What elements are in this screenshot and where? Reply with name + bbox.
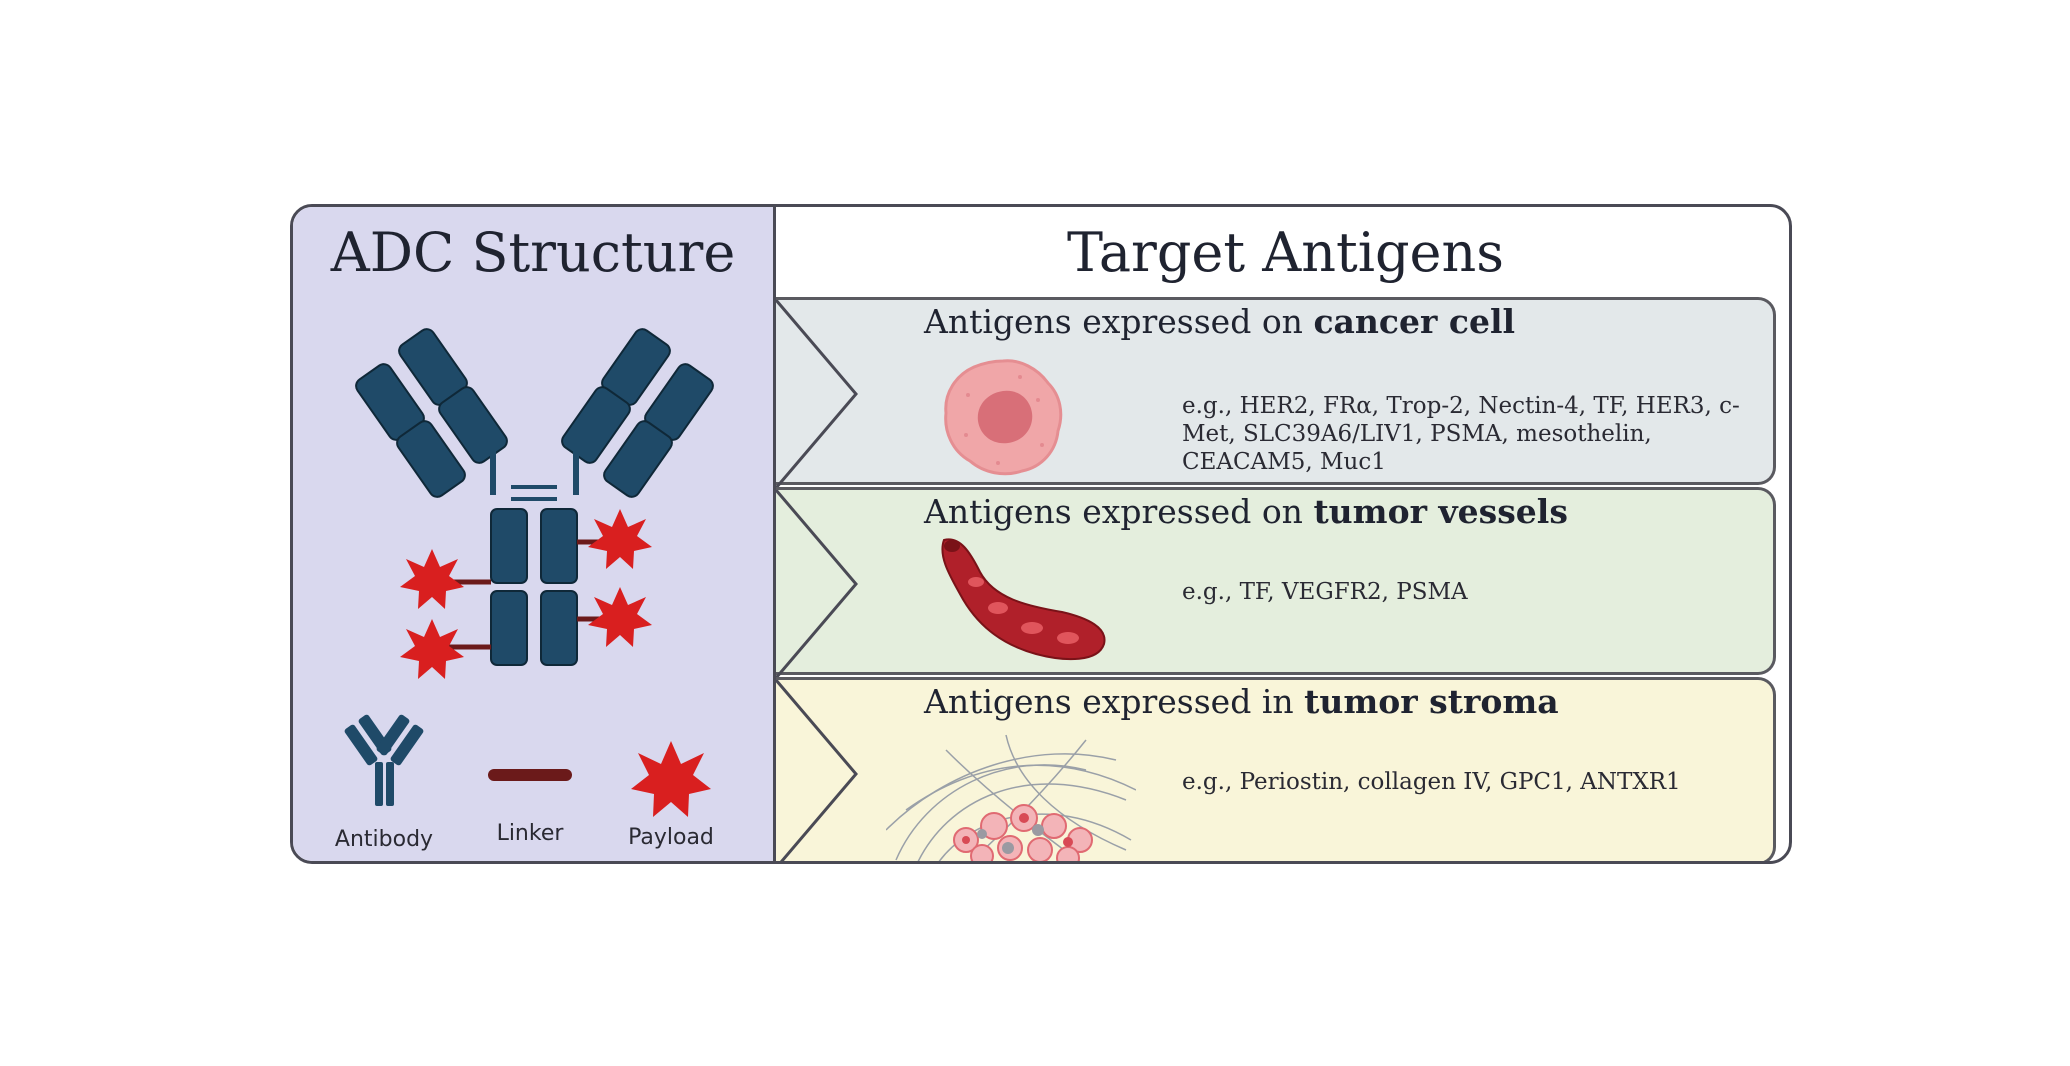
band-heading: Antigens expressed in tumor stroma [924, 682, 1559, 721]
chevron-icon [776, 300, 858, 488]
antibody-icon [355, 328, 714, 666]
target-antigens-title: Target Antigens [1067, 221, 1504, 284]
tumor-vessels-band: Antigens expressed on tumor vessels e.g.… [776, 487, 1776, 678]
legend-antibody-label: Antibody [334, 827, 434, 852]
blood-vessel-icon [941, 538, 1106, 661]
cancer-cell-icon [944, 359, 1063, 476]
legend-linker-icon [488, 769, 572, 781]
chevron-icon [776, 680, 858, 861]
cancer-cell-band: Antigens expressed on cancer cell e.g., … [776, 297, 1776, 488]
legend-payload-label: Payload [628, 825, 714, 850]
tumor-vessels-examples: e.g., TF, VEGFR2, PSMA [1182, 579, 1468, 605]
cancer-cell-examples: e.g., HER2, FRα, Trop-2, Nectin-4, TF, H… [1182, 393, 1740, 475]
chevron-icon [776, 490, 858, 678]
diagram-frame: ADC Structure [290, 204, 1792, 864]
adc-structure-panel: ADC Structure [293, 207, 776, 861]
band-heading: Antigens expressed on cancer cell [924, 302, 1516, 341]
legend-antibody-icon [344, 714, 424, 806]
adc-illustration [344, 328, 714, 817]
legend-linker-label: Linker [496, 821, 564, 846]
tumor-stroma-band: Antigens expressed in tumor stroma [776, 677, 1776, 861]
tumor-stroma-examples: e.g., Periostin, collagen IV, GPC1, ANTX… [1182, 769, 1681, 795]
band-heading: Antigens expressed on tumor vessels [924, 492, 1568, 531]
tumor-stroma-icon [886, 734, 1136, 861]
legend-payload-icon [631, 741, 711, 817]
payload-icon [400, 509, 652, 679]
adc-structure-title: ADC Structure [330, 221, 736, 284]
